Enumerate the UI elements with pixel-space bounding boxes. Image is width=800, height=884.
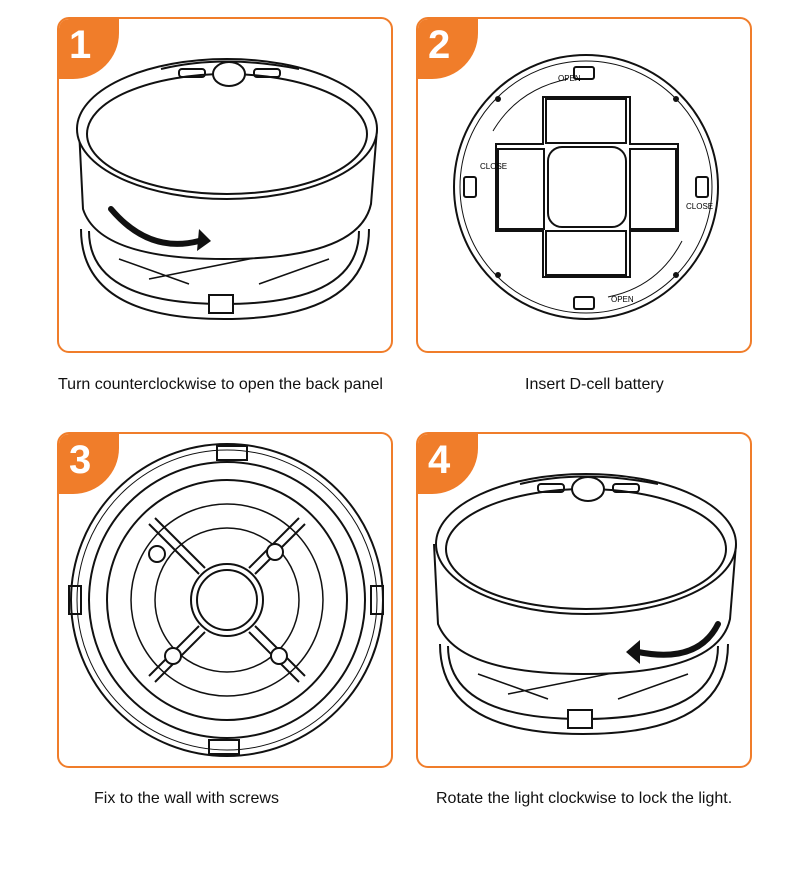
step-number-badge: 4 — [418, 434, 478, 494]
step-2-panel: OPEN OPEN CLOSE CLOSE 2 — [416, 17, 752, 353]
step-1-caption: Turn counterclockwise to open the back p… — [58, 376, 383, 393]
step-3-caption: Fix to the wall with screws — [94, 790, 279, 807]
close-label-left: CLOSE — [480, 162, 507, 171]
open-label-bottom: OPEN — [611, 295, 634, 304]
step-number-badge: 3 — [59, 434, 119, 494]
step-2-caption: Insert D-cell battery — [525, 376, 664, 393]
lock-cover-icon — [433, 473, 737, 736]
open-label-top: OPEN — [558, 74, 581, 83]
step-4-caption: Rotate the light clockwise to lock the l… — [436, 790, 733, 807]
battery-compartment-icon: OPEN OPEN CLOSE CLOSE — [453, 54, 719, 320]
close-label-right: CLOSE — [686, 202, 713, 211]
unscrew-cover-icon — [76, 58, 378, 321]
step-3-panel: 3 — [57, 432, 393, 768]
mounting-base-icon — [68, 443, 384, 757]
step-4-panel: 4 — [416, 432, 752, 768]
step-1-panel: 1 — [57, 17, 393, 353]
